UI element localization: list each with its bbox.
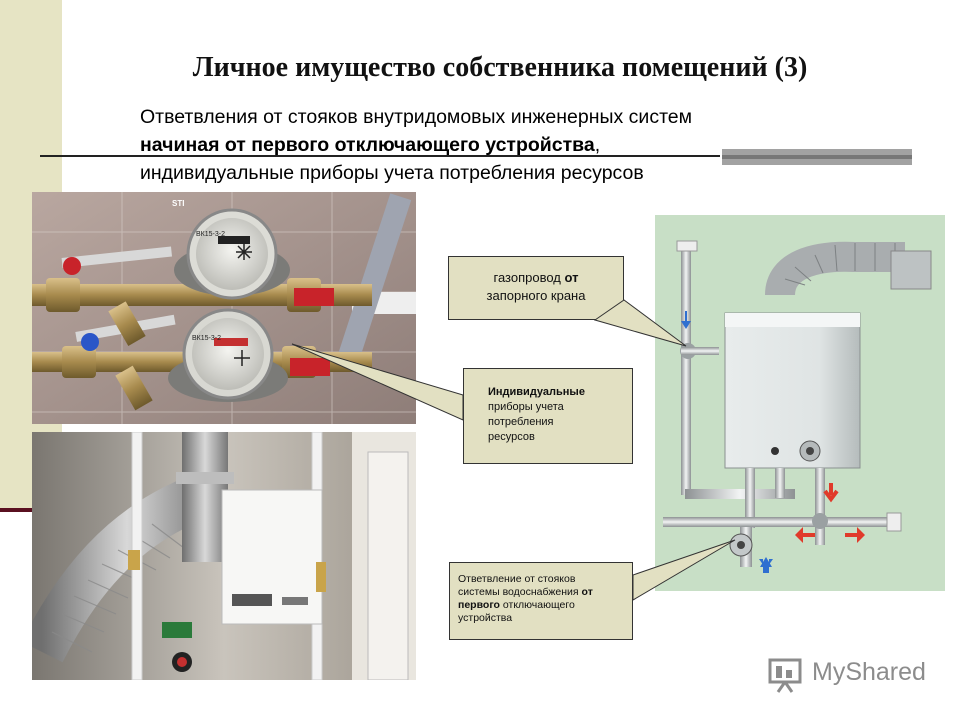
slide-title: Личное имущество собственника помещений … xyxy=(192,52,808,83)
left-decor-rule xyxy=(0,508,32,512)
meter2-model: ВК15-3-2 xyxy=(192,335,221,342)
callout-gas-line1: газопровод от xyxy=(493,270,579,285)
watermark: MyShared xyxy=(766,654,936,694)
presentation-icon xyxy=(768,658,802,693)
callout-meters-bold: Индивидуальные xyxy=(488,386,585,398)
callout-meters-line3: потребления xyxy=(488,416,554,428)
boiler-schematic xyxy=(655,215,945,591)
subtitle-line-1: Ответвления от стояков внутридомовых инж… xyxy=(140,106,693,128)
callout-water-line2: системы водоснабжения от xyxy=(458,586,593,598)
meter-brand-label: STI xyxy=(172,199,184,208)
subtitle-line-3: индивидуальные приборы учета потребления… xyxy=(140,162,644,184)
water-meters-photo: ВК15-3-2 STI ВК15-3-2 xyxy=(32,192,416,424)
callout-gas-pipe: газопровод от запорного крана xyxy=(448,256,624,320)
slide-subtitle: Ответвления от стояков внутридомовых инж… xyxy=(140,103,900,187)
callout-meters-line4: ресурсов xyxy=(488,431,535,443)
gas-boiler-photo xyxy=(32,432,416,680)
callout-water-line3: первого отключающего xyxy=(458,599,575,611)
callout-meters-line2: приборы учета xyxy=(488,401,564,413)
divider-bar xyxy=(722,149,912,165)
callout-gas-line2: запорного крана xyxy=(486,288,586,303)
subtitle-line-2: начиная от первого отключающего устройст… xyxy=(140,134,601,156)
subtitle-bold-phrase: начиная от первого отключающего устройст… xyxy=(140,134,595,156)
callout-meters: Индивидуальные приборы учета потребления… xyxy=(463,368,633,464)
callout-water-line1: Ответвление от стояков xyxy=(458,573,576,585)
divider-line xyxy=(40,155,720,157)
meter1-model: ВК15-3-2 xyxy=(196,231,225,238)
callout-water-branch: Ответвление от стояков системы водоснабж… xyxy=(449,562,633,640)
watermark-text: MyShared xyxy=(812,658,926,686)
callout-water-line4: устройства xyxy=(458,612,513,624)
